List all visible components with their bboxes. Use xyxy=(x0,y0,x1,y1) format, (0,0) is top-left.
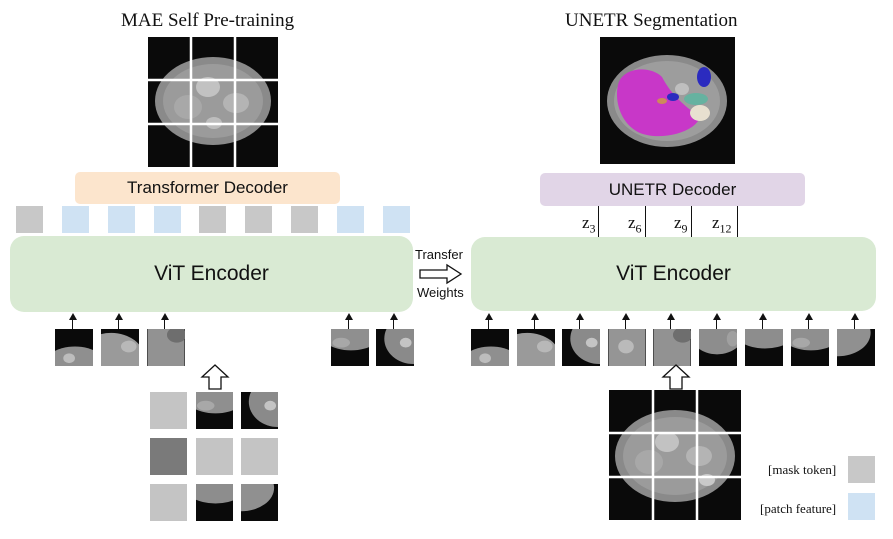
right-vit-encoder: ViT Encoder xyxy=(471,237,876,311)
masked-patch xyxy=(150,392,187,429)
right-arrow-up-icon xyxy=(851,313,859,320)
visible-patch xyxy=(241,392,278,429)
left-arrow-stem xyxy=(393,318,394,330)
right-arrow-stem xyxy=(808,318,809,330)
right-arrow-up-icon xyxy=(713,313,721,320)
transformer-decoder: Transformer Decoder xyxy=(75,172,340,204)
visible-patch xyxy=(196,484,233,521)
left-arrow-stem xyxy=(72,318,73,330)
transfer-label: Transfer xyxy=(415,247,463,262)
skip-label-z6: z6 xyxy=(628,213,642,236)
right-arrow-stem xyxy=(716,318,717,330)
skip-line-z9 xyxy=(691,206,692,238)
left-patch-tile xyxy=(101,329,139,366)
left-up-arrow-icon xyxy=(200,364,230,390)
patch-feature-token xyxy=(337,206,364,233)
left-arrow-stem xyxy=(348,318,349,330)
visible-patch xyxy=(196,392,233,429)
weights-label: Weights xyxy=(417,285,464,300)
right-title: UNETR Segmentation xyxy=(565,10,738,31)
right-arrow-stem xyxy=(670,318,671,330)
legend-feature-label: [patch feature] xyxy=(760,501,837,516)
left-arrow-stem xyxy=(118,318,119,330)
right-arrow-up-icon xyxy=(531,313,539,320)
right-patch-tile xyxy=(608,329,646,366)
left-arrow-up-icon xyxy=(390,313,398,320)
skip-line-z12 xyxy=(737,206,738,238)
mask-token xyxy=(199,206,226,233)
skip-line-z6 xyxy=(645,206,646,238)
mask-token xyxy=(245,206,272,233)
skip-label-z3: z3 xyxy=(582,213,596,236)
legend-mask-label: [mask token] xyxy=(768,462,837,477)
left-arrow-up-icon xyxy=(69,313,77,320)
right-arrow-stem xyxy=(534,318,535,330)
skip-label-z12: z12 xyxy=(712,213,732,236)
right-arrow-up-icon xyxy=(576,313,584,320)
right-patch-tile xyxy=(562,329,600,366)
skip-label-z9: z9 xyxy=(674,213,688,236)
left-arrow-stem xyxy=(164,318,165,330)
legend-feature-swatch xyxy=(848,493,875,520)
right-arrow-stem xyxy=(762,318,763,330)
patch-feature-token xyxy=(383,206,410,233)
left-arrow-up-icon xyxy=(345,313,353,320)
left-arrow-up-icon xyxy=(115,313,123,320)
right-arrow-up-icon xyxy=(485,313,493,320)
reconstructed-ct-image xyxy=(148,37,278,167)
masked-patch xyxy=(241,438,278,475)
patch-feature-token xyxy=(108,206,135,233)
right-arrow-stem xyxy=(625,318,626,330)
unetr-decoder: UNETR Decoder xyxy=(540,173,805,206)
legend-mask-swatch xyxy=(848,456,875,483)
right-arrow-stem xyxy=(854,318,855,330)
right-patch-tile xyxy=(745,329,783,366)
right-arrow-up-icon xyxy=(622,313,630,320)
visible-patch xyxy=(241,484,278,521)
left-title: MAE Self Pre-training xyxy=(121,10,295,31)
skip-line-z3 xyxy=(598,206,599,238)
segmentation-ct-image xyxy=(600,37,735,164)
right-arrow-up-icon xyxy=(667,313,675,320)
input-ct-image xyxy=(609,390,741,520)
right-arrow-stem xyxy=(488,318,489,330)
patch-feature-token xyxy=(62,206,89,233)
masked-patch xyxy=(150,438,187,475)
mask-token xyxy=(291,206,318,233)
patch-feature-token xyxy=(154,206,181,233)
left-vit-encoder: ViT Encoder xyxy=(10,236,413,312)
right-up-arrow-icon xyxy=(661,364,691,390)
right-patch-tile xyxy=(791,329,829,366)
right-patch-tile xyxy=(471,329,509,366)
right-arrow-up-icon xyxy=(805,313,813,320)
left-arrow-up-icon xyxy=(161,313,169,320)
mask-token xyxy=(16,206,43,233)
right-arrow-stem xyxy=(579,318,580,330)
right-patch-tile xyxy=(837,329,875,366)
right-patch-tile xyxy=(517,329,555,366)
left-patch-tile xyxy=(376,329,414,366)
left-patch-tile xyxy=(331,329,369,366)
right-arrow-up-icon xyxy=(759,313,767,320)
left-patch-tile xyxy=(55,329,93,366)
transfer-arrow-icon xyxy=(419,263,463,285)
masked-patch xyxy=(196,438,233,475)
right-patch-tile xyxy=(653,329,691,366)
left-patch-tile xyxy=(147,329,185,366)
masked-patch xyxy=(150,484,187,521)
right-patch-tile xyxy=(699,329,737,366)
